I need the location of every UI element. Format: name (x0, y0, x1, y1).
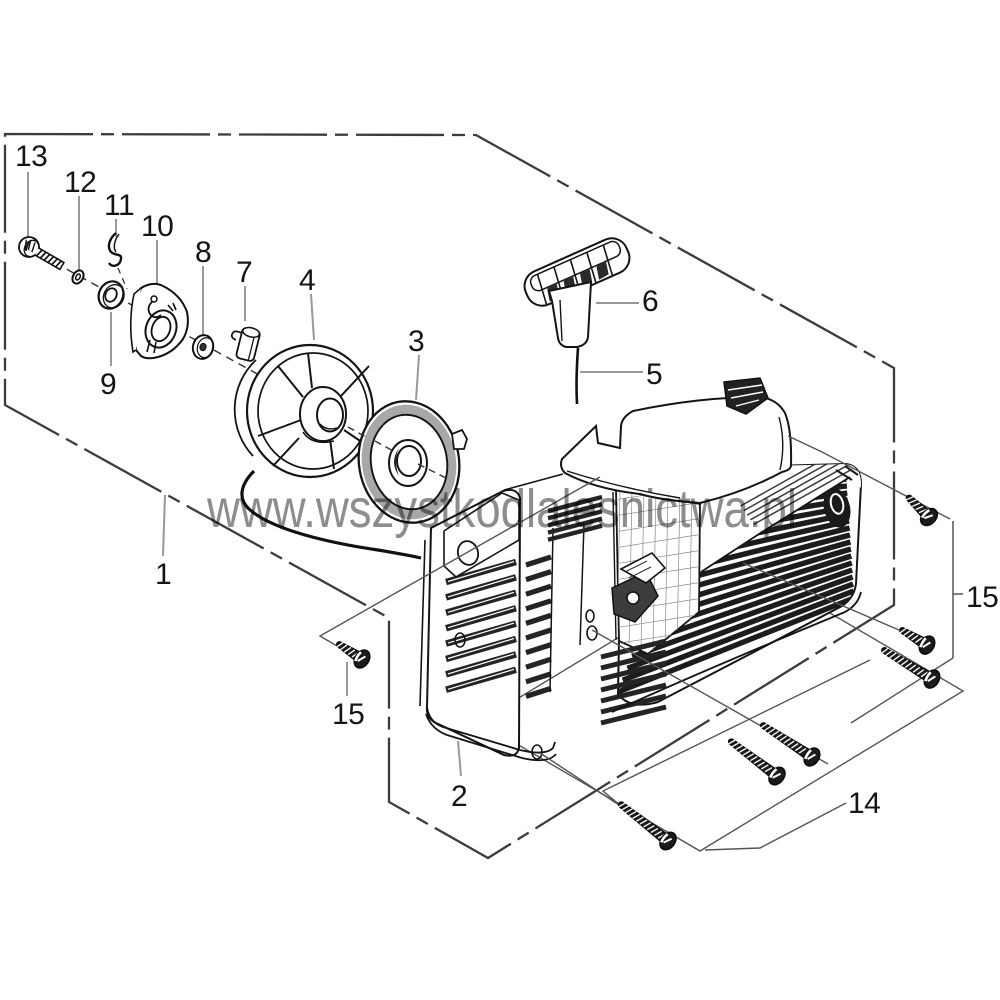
svg-text:7: 7 (236, 256, 252, 289)
svg-text:8: 8 (195, 236, 211, 269)
svg-text:5: 5 (646, 358, 662, 391)
svg-text:9: 9 (100, 368, 116, 401)
svg-text:14: 14 (848, 787, 880, 820)
svg-text:1: 1 (155, 558, 171, 591)
svg-text:11: 11 (104, 189, 134, 222)
svg-text:6: 6 (642, 285, 658, 318)
svg-text:15: 15 (332, 698, 364, 731)
svg-text:4: 4 (299, 264, 315, 297)
svg-text:13: 13 (15, 140, 47, 173)
svg-text:12: 12 (64, 166, 96, 199)
svg-text:www.wszystkodlalesnictwa.pl: www.wszystkodlalesnictwa.pl (206, 479, 797, 539)
svg-text:3: 3 (408, 325, 424, 358)
svg-text:15: 15 (966, 581, 998, 614)
svg-text:2: 2 (451, 780, 467, 813)
svg-text:10: 10 (141, 210, 173, 243)
